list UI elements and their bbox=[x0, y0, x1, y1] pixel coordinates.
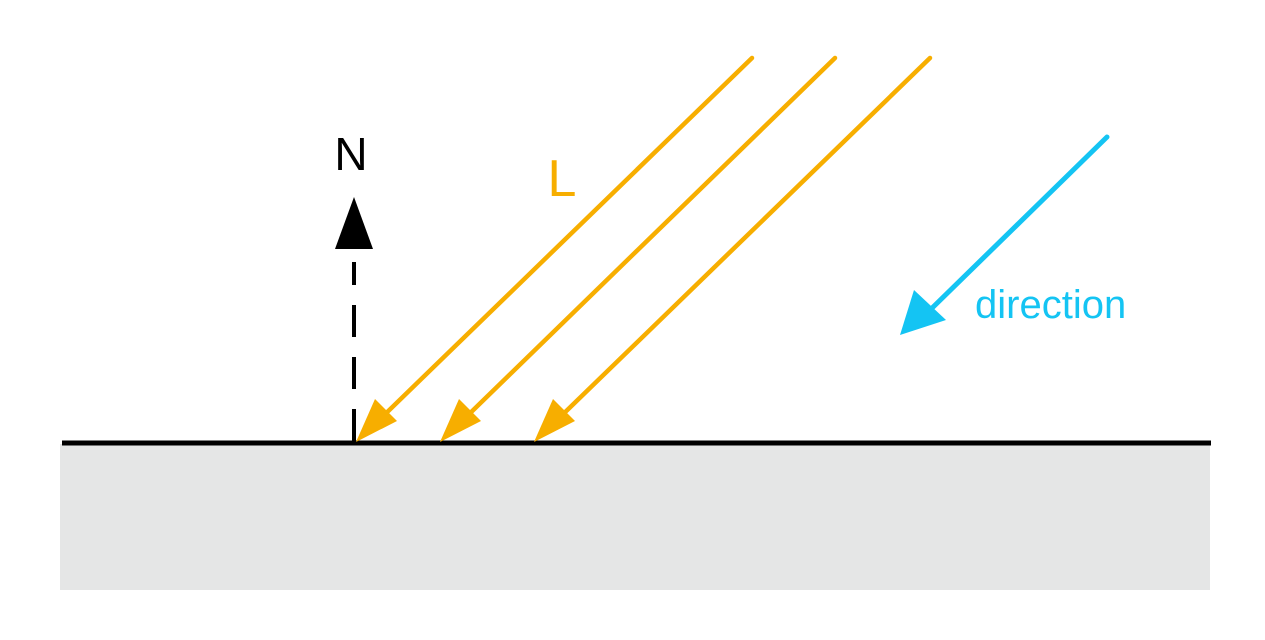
light-ray-1 bbox=[375, 55, 755, 424]
light-label: L bbox=[548, 150, 577, 208]
normal-arrowhead bbox=[335, 197, 373, 249]
surface-block bbox=[60, 444, 1210, 590]
direction-arrow-line bbox=[924, 134, 1110, 316]
direction-arrowhead bbox=[900, 290, 946, 335]
light-ray-1-arrowhead bbox=[356, 399, 397, 442]
direction-label: direction bbox=[975, 283, 1126, 327]
light-ray-3 bbox=[553, 55, 933, 424]
light-ray-3-arrowhead bbox=[534, 399, 575, 442]
light-ray-2 bbox=[459, 55, 838, 424]
normal-label: N bbox=[334, 128, 367, 180]
light-rays bbox=[356, 55, 933, 442]
light-ray-2-arrowhead bbox=[440, 399, 481, 442]
